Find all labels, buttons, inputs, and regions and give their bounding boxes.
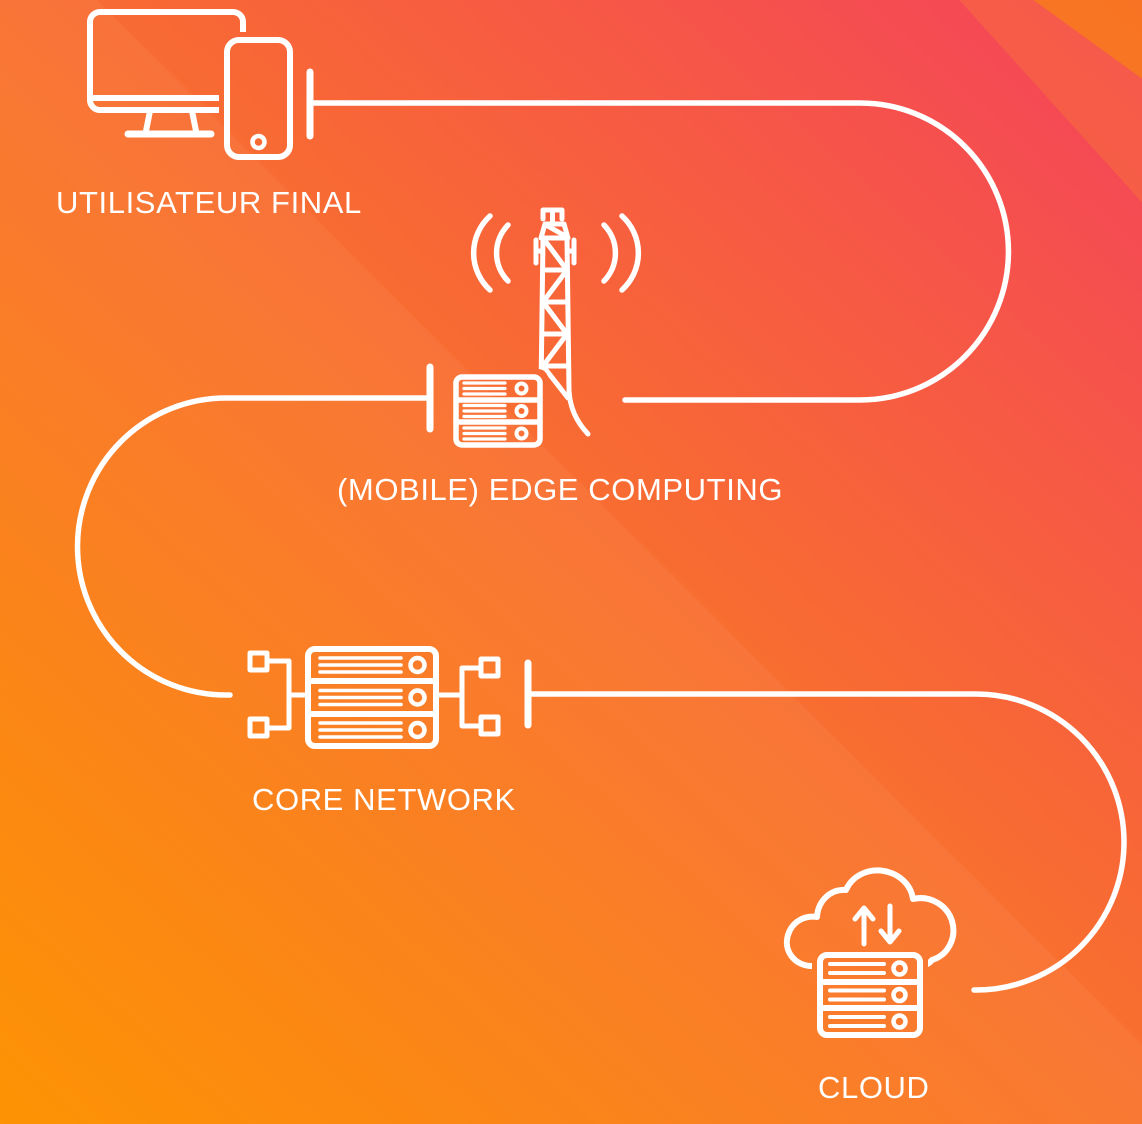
download-arrow-icon xyxy=(878,903,902,945)
core-network-links-left-icon xyxy=(247,650,311,739)
connector-path-1 xyxy=(307,100,1012,403)
connector-path-3 xyxy=(525,691,1127,993)
cloud-icon xyxy=(783,867,957,969)
edge-computing-label: (MOBILE) EDGE COMPUTING xyxy=(337,472,784,507)
radio-waves-left-icon xyxy=(470,213,511,293)
smartphone-icon xyxy=(224,37,293,160)
radio-waves-right-icon xyxy=(601,213,642,293)
cloud-label: CLOUD xyxy=(818,1070,930,1105)
end-user-label: UTILISATEUR FINAL xyxy=(56,185,362,220)
connector-path-2 xyxy=(74,395,433,698)
phone-home-button xyxy=(250,133,267,151)
core-network-label: CORE NETWORK xyxy=(252,782,516,817)
cloud-server-rack-icon xyxy=(817,952,923,1038)
upload-arrow-icon xyxy=(852,905,876,947)
core-server-rack-icon xyxy=(305,646,439,749)
desktop-monitor-icon xyxy=(87,9,246,138)
core-network-links-right-icon xyxy=(433,656,501,737)
edge-server-rack-icon xyxy=(453,374,543,448)
